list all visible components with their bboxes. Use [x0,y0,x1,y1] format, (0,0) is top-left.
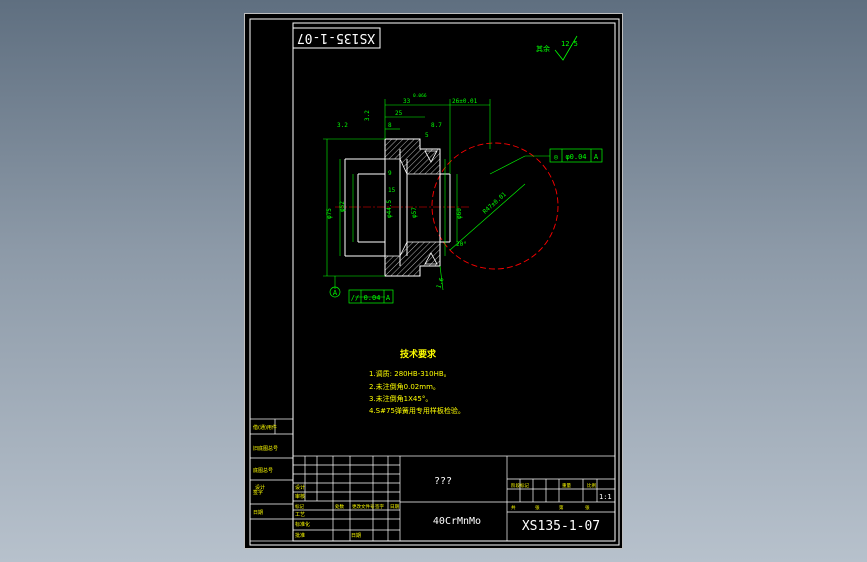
stamp-label-2: 旧底图总号 [253,445,278,452]
dimension-lines [323,99,550,298]
dim-33-tol: 0.066 [413,93,427,99]
tech-item-4: 4.S#75弹簧用专用样板检验。 [369,406,465,415]
col-doc: 更改文件号 [352,503,375,510]
dim-8: 8 [388,122,392,129]
title-block-grid [292,455,616,542]
stamp-label-1: 借(通)用件 [253,424,277,431]
sign-date: 日期 [351,533,361,539]
groove-profile-top [424,150,438,163]
weight-label: 重量 [562,482,571,489]
left-stamp-boxes [249,418,294,542]
parallel-datum: A [386,294,391,302]
section-circle [431,142,559,270]
drawing-number: XS135-1-07 [522,519,600,534]
row-review: 审核 [295,493,305,500]
dim-dia44: φ44.5 [386,200,393,218]
dim-dia57: φ57 [411,207,418,218]
sheet-total: 共 [511,504,516,511]
dim-3-2: 3.2 [337,122,348,129]
row-label-1: 设计 [255,484,265,491]
dim-1-6: 1.6 [435,277,445,290]
scale-label: 比例 [587,482,596,489]
roughness-label: 其余 [536,44,550,53]
part-name: ??? [434,476,452,487]
runout-symbol: ◎ [554,153,559,161]
tech-title: 技术要求 [400,348,437,360]
col-date: 日期 [390,504,399,510]
datum-label: A [333,289,338,297]
dim-radius: R47±0.01 [482,191,508,216]
groove-profile-bottom [424,252,438,265]
col-count: 处数 [335,503,344,510]
datum-circle [329,286,341,298]
dim-dia75: φ75 [326,208,333,219]
stage-label: 阶段标记 [511,482,529,489]
tech-item-3: 3.未注倒角1X45°。 [369,394,432,403]
tech-item-2: 2.未注倒角0.02mm。 [369,382,440,391]
dim-15: 15 [388,187,396,194]
stamp-label-3: 底图总号 [253,467,273,474]
roughness-symbol [554,35,578,61]
dim-9: 9 [388,170,392,177]
row-approve: 批准 [295,532,305,539]
sheet-no: 第 [559,504,564,511]
runout-value: φ0.04 [565,153,586,161]
material: 40CrMnMo [433,516,481,527]
tech-item-1: 1.调质: 280HB-310HB。 [369,369,451,378]
parallel-symbol: // [351,294,359,302]
dim-dia52: φ52 [339,201,346,212]
stamp-label-5: 日期 [253,510,263,516]
sheet-unit-2: 张 [585,504,590,511]
sheet-unit-1: 张 [535,504,540,511]
dim-26: 26±0.01 [452,98,478,105]
stamp-label-4: 签字 [253,489,263,496]
dim-groove: 8.7 [431,122,442,129]
runout-datum: A [594,153,599,161]
dim-5: 5 [425,132,429,139]
dim-25: 25 [395,110,403,117]
title-box-text: XS135-1-07 [297,30,375,45]
parallel-tolerance-frame: // 0.04 A [348,289,394,304]
dim-3-2-b: 3.2 [364,110,371,121]
cad-drawing: XS135-1-07 其余 12.5 [249,18,620,546]
roughness-value: 12.5 [561,40,578,48]
row-standard: 标准化 [295,521,310,528]
col-sign: 签字 [375,503,384,510]
dim-33: 33 [403,98,411,105]
row-process: 工艺 [295,512,305,518]
outer-frame [249,18,620,546]
drawing-sheet: XS135-1-07 其余 12.5 [244,13,623,549]
row-design: 设计 [295,484,305,491]
title-box-top [292,27,381,49]
col-mark: 标记 [295,503,304,510]
runout-tolerance-frame: ◎ φ0.04 A [549,148,603,163]
scale-value: 1:1 [599,493,612,501]
parallel-value: 0.04 [364,294,381,302]
dim-dia60: φ60 [456,208,463,219]
dim-angle: 20° [456,241,467,248]
